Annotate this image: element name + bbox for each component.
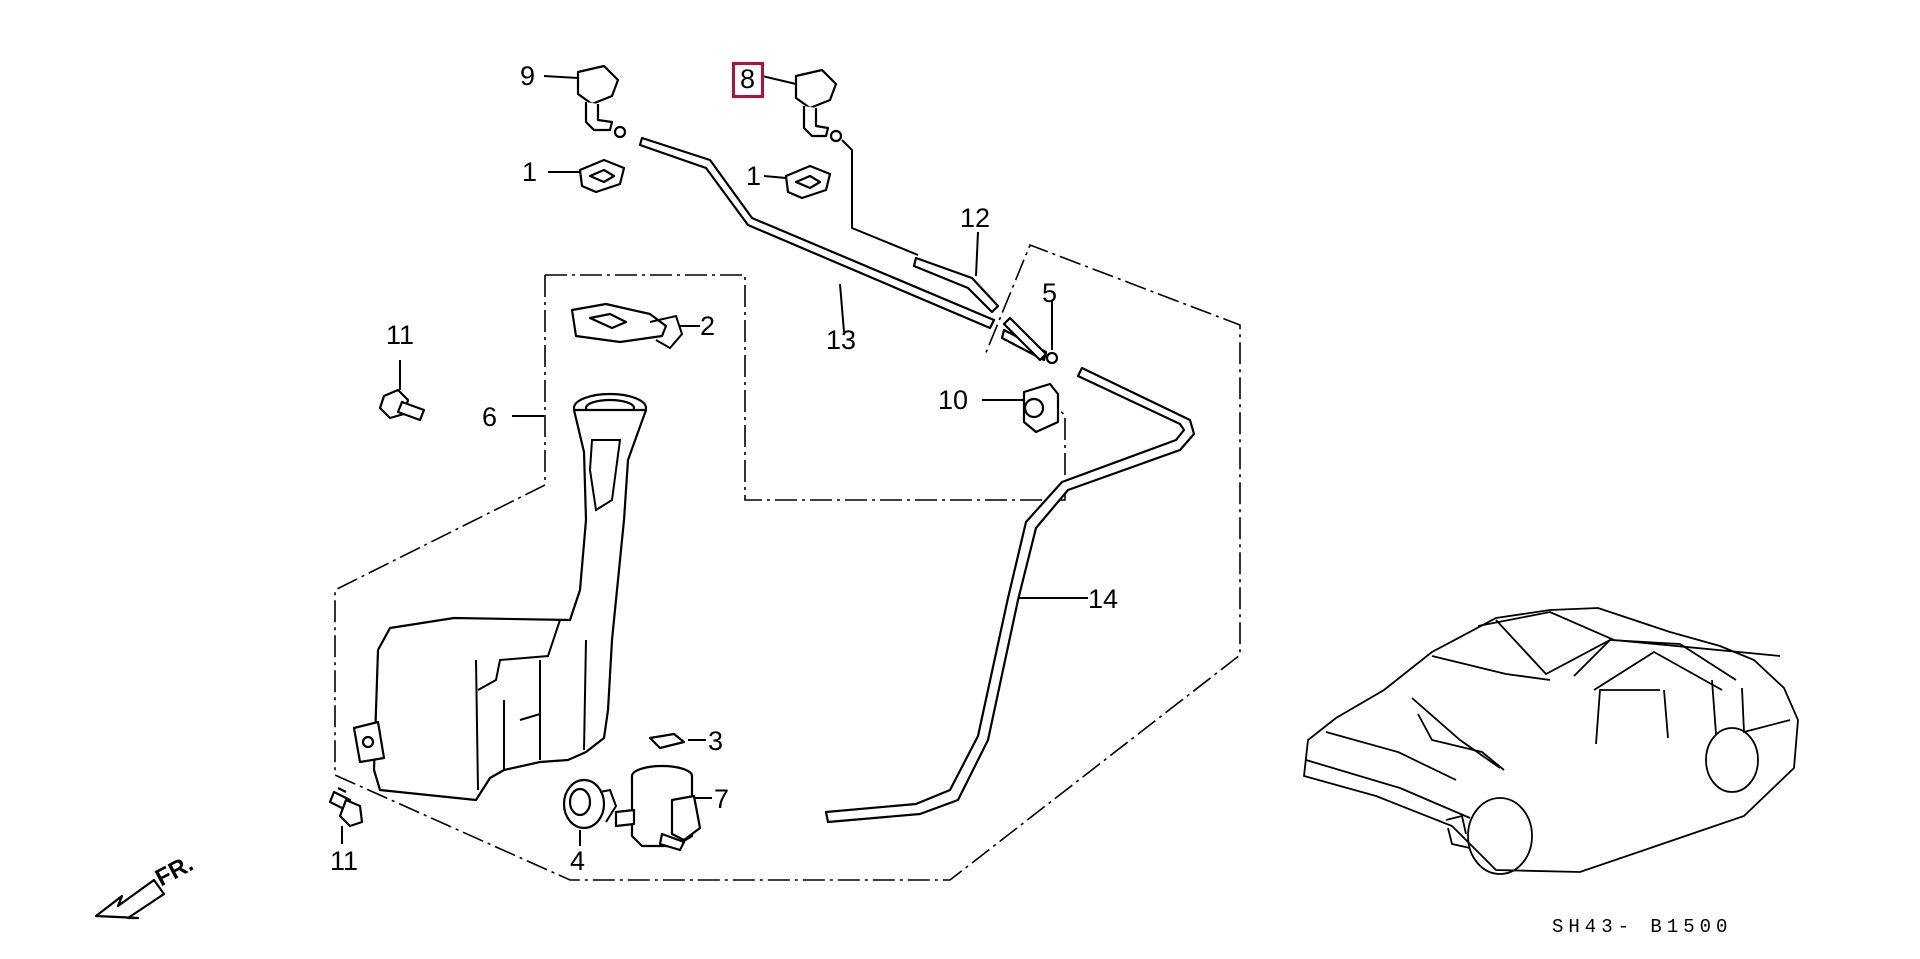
- callout-10[interactable]: 10: [938, 385, 969, 415]
- hose-clip: [1022, 382, 1060, 434]
- group-outline-lower: [334, 243, 1241, 881]
- callout-9[interactable]: 9: [520, 61, 536, 91]
- washer-pump: [614, 764, 702, 852]
- nozzle-grommet-right: [784, 164, 832, 200]
- callout-5[interactable]: 5: [1042, 278, 1058, 308]
- callout-12[interactable]: 12: [960, 203, 991, 233]
- callout-2[interactable]: 2: [700, 311, 716, 341]
- diagram-code: SH43- B1500: [1552, 916, 1733, 938]
- pump-seal: [648, 732, 686, 750]
- callout-1-left[interactable]: 1: [522, 157, 538, 187]
- highlighted-callout-box: [732, 62, 764, 98]
- callout-6[interactable]: 6: [482, 402, 498, 432]
- bolt-upper: [378, 388, 426, 422]
- washer-reservoir: [352, 392, 648, 802]
- callout-7[interactable]: 7: [714, 784, 730, 814]
- callout-11-upper[interactable]: 11: [386, 320, 415, 350]
- tube-joint: [1000, 316, 1059, 365]
- nozzle-grommet-left: [578, 158, 626, 194]
- bolt-lower: [328, 787, 364, 828]
- callout-1-right[interactable]: 1: [746, 161, 762, 191]
- callout-13[interactable]: 13: [826, 325, 857, 355]
- vehicle-location-figure: [1303, 607, 1799, 875]
- pump-grommet: [562, 778, 618, 830]
- reservoir-cap: [570, 302, 684, 350]
- callout-11-lower[interactable]: 11: [330, 846, 359, 876]
- washer-nozzle-right: [794, 68, 843, 143]
- front-direction-arrow: [94, 878, 166, 920]
- washer-tube-13: [638, 136, 996, 330]
- washer-tube-14: [824, 366, 1196, 824]
- callout-3[interactable]: 3: [708, 726, 724, 756]
- callout-4[interactable]: 4: [570, 846, 586, 876]
- callout-8[interactable]: 8: [740, 64, 756, 94]
- washer-tube-12: [912, 256, 1000, 314]
- callout-14[interactable]: 14: [1088, 584, 1119, 614]
- washer-nozzle-left: [576, 64, 627, 139]
